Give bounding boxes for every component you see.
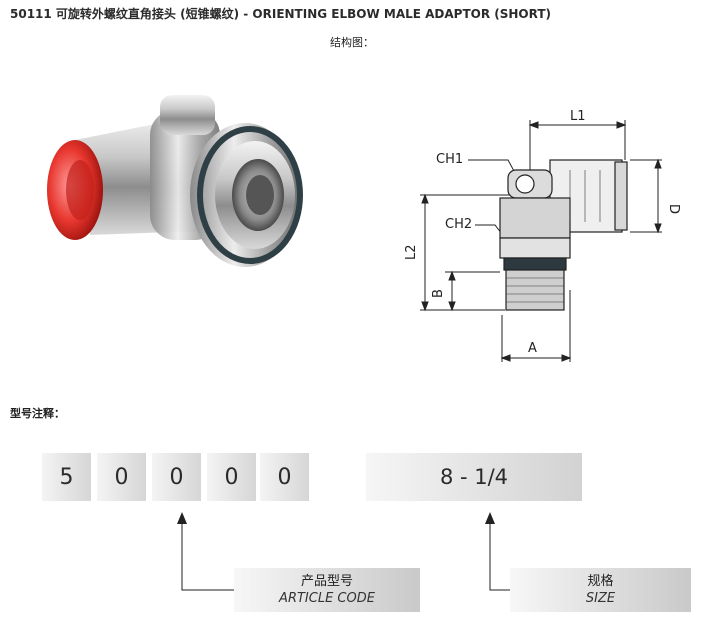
dim-l2-label: L2 [404,244,419,260]
article-code-label: 产品型号 ARTICLE CODE [234,568,420,612]
article-digit-1: 5 [42,453,91,501]
article-code-en: ARTICLE CODE [279,591,375,606]
product-photo [47,95,303,267]
size-value-box: 8 - 1/4 [366,453,582,501]
model-note-label: 型号注释： [10,407,65,420]
size-label-cn: 规格 [587,574,614,589]
article-digit-4: 0 [207,453,256,501]
arrow-up-icon [177,512,187,524]
dim-ch1-label: CH1 [436,152,463,167]
arrow-up-icon [485,512,495,524]
technical-drawing: L1 CH1 CH2 D L2 B A [404,109,681,362]
article-code-cn: 产品型号 [300,574,353,589]
dim-a-label: A [528,341,537,356]
page-title: 50111 可旋转外螺纹直角接头 (短锥螺纹) - ORIENTING ELBO… [10,7,552,21]
size-label: 规格 SIZE [510,568,691,612]
size-label-en: SIZE [585,591,616,606]
article-digit-3: 0 [152,453,201,501]
dim-b-label: B [431,289,446,298]
dim-d-label: D [666,204,681,214]
article-digit-5: 0 [260,453,309,501]
structure-label: 结构图： [330,36,374,49]
dim-l1-label: L1 [570,109,586,124]
dim-ch2-label: CH2 [445,217,472,232]
article-digit-2: 0 [97,453,146,501]
